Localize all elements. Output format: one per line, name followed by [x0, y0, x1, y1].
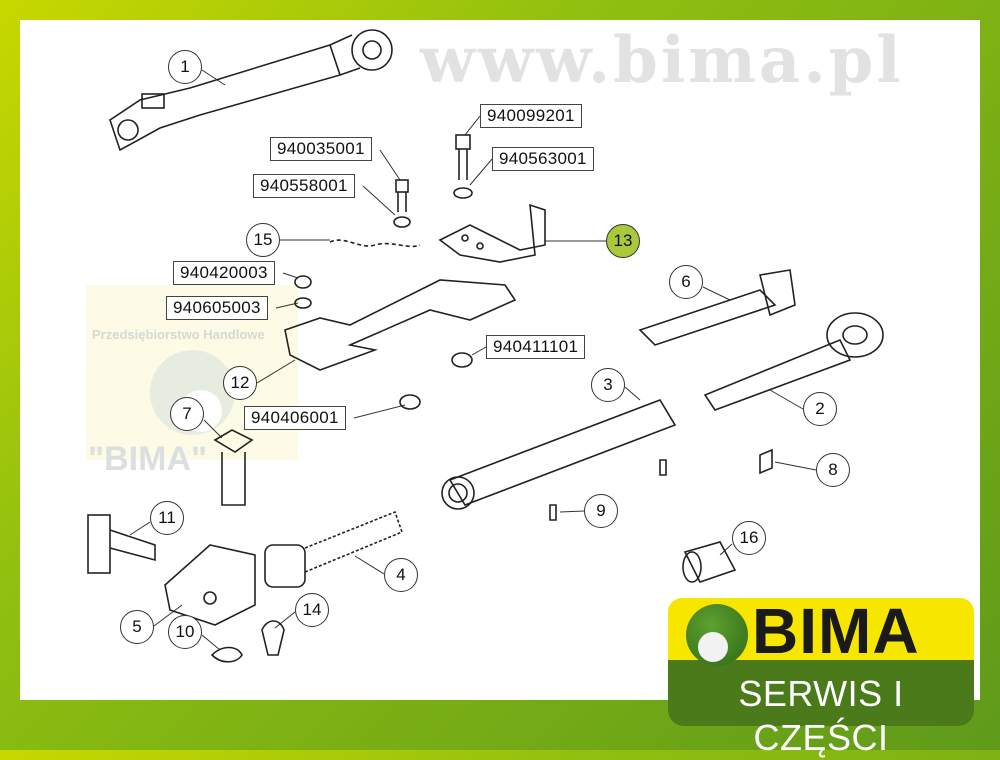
callout-9[interactable]: 9 [584, 494, 618, 528]
part-number-940406001[interactable]: 940406001 [244, 406, 346, 430]
part-tube [441, 399, 677, 510]
callout-3[interactable]: 3 [591, 368, 625, 402]
callout-6[interactable]: 6 [669, 265, 703, 299]
part-number-940605003[interactable]: 940605003 [166, 296, 268, 320]
part-top-link [109, 29, 393, 152]
part-number-940558001[interactable]: 940558001 [253, 174, 355, 198]
part-bracket [284, 239, 517, 371]
bima-logo: BIMA SERWIS I CZĘŚCI [668, 595, 974, 758]
callout-8[interactable]: 8 [816, 453, 850, 487]
part-yoke [164, 544, 256, 626]
callout-5[interactable]: 5 [120, 610, 154, 644]
part-eye-bolt [264, 510, 404, 588]
watermark-company: Przedsiębiorstwo Handlowe [92, 327, 265, 342]
callout-7[interactable]: 7 [170, 397, 204, 431]
part-hook-plate [438, 203, 546, 263]
logo-tagline: SERWIS I CZĘŚCI [738, 673, 904, 758]
logo-name: BIMA [752, 595, 920, 667]
callout-2[interactable]: 2 [803, 392, 837, 426]
logo-green-band [668, 660, 974, 726]
callout-10[interactable]: 10 [168, 615, 202, 649]
callout-14[interactable]: 14 [295, 593, 329, 627]
logo-ball-highlight [698, 632, 728, 662]
part-pin-6 [638, 269, 796, 346]
part-pin-11 [87, 514, 156, 574]
callout-13[interactable]: 13 [606, 224, 640, 258]
callout-12[interactable]: 12 [223, 366, 257, 400]
watermark-url: www.bima.pl [420, 23, 904, 98]
leader-lines [129, 69, 817, 651]
part-number-940563001[interactable]: 940563001 [492, 147, 594, 171]
callout-15[interactable]: 15 [246, 223, 280, 257]
part-number-940099201[interactable]: 940099201 [480, 104, 582, 128]
part-pin-7 [213, 429, 254, 506]
part-bolts [294, 134, 473, 410]
part-small-fittings [549, 448, 773, 583]
part-number-940035001[interactable]: 940035001 [270, 137, 372, 161]
callout-11[interactable]: 11 [150, 501, 184, 535]
callout-1[interactable]: 1 [168, 50, 202, 84]
part-threaded-rod [703, 312, 884, 411]
watermark-name: "BIMA" [88, 440, 208, 478]
part-number-940411101[interactable]: 940411101 [486, 335, 586, 359]
part-number-940420003[interactable]: 940420003 [173, 261, 275, 285]
part-clips [210, 620, 285, 663]
callout-4[interactable]: 4 [384, 558, 418, 592]
callout-16[interactable]: 16 [732, 521, 766, 555]
